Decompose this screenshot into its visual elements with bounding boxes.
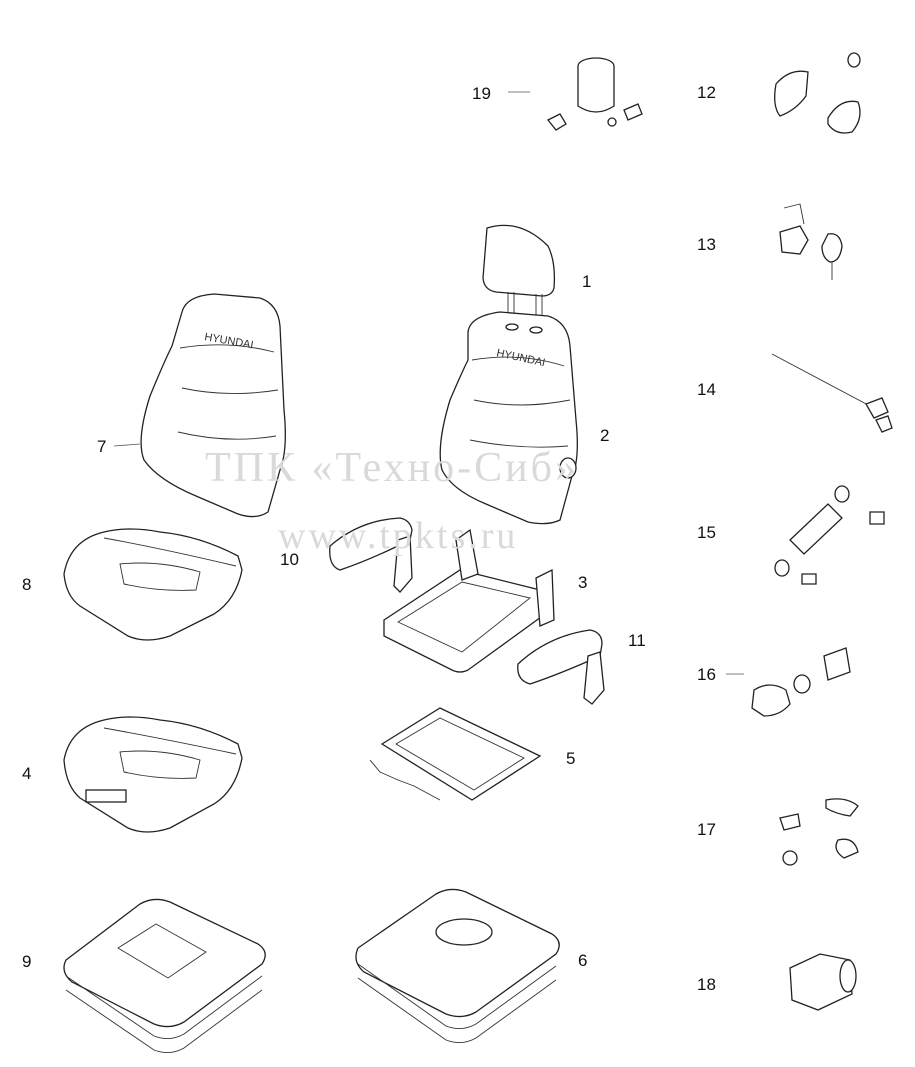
callout-1: 1 <box>582 272 592 291</box>
part-1-headrest <box>482 224 556 318</box>
part-7-backrest-cover: HYUNDAI <box>140 293 286 518</box>
callout-2: 2 <box>600 426 610 445</box>
part-17-fasteners <box>779 798 859 866</box>
part-2-backrest: HYUNDAI <box>439 311 578 525</box>
part-18-motor <box>789 953 857 1011</box>
part-15-damper <box>774 485 885 585</box>
callout-17: 17 <box>697 820 716 839</box>
part-3-seat-frame <box>383 528 555 673</box>
part-4-cushion <box>63 716 243 833</box>
callout-12: 12 <box>697 83 716 102</box>
callout-16: 16 <box>697 665 716 684</box>
watermark-url: www.tpkts.ru <box>278 515 519 557</box>
part-11-armrest-right <box>517 629 605 705</box>
part-12-levers <box>774 52 861 134</box>
part-16-connector <box>751 647 851 717</box>
part-19-knob <box>546 57 643 131</box>
part-13-seatbelt <box>779 203 843 280</box>
callout-19: 19 <box>472 84 491 103</box>
part-6-suspension-base <box>355 888 560 1043</box>
leader-lines <box>113 91 744 675</box>
callout-10: 10 <box>280 550 299 569</box>
callout-4: 4 <box>22 764 32 783</box>
callout-9: 9 <box>22 952 32 971</box>
part-5-slide-frame <box>369 707 542 801</box>
part-8-cushion-cover <box>63 528 243 641</box>
callout-5: 5 <box>566 749 576 768</box>
part-10-armrest-left <box>329 517 413 593</box>
part-14-cable <box>771 353 893 433</box>
callout-14: 14 <box>697 380 716 399</box>
callout-3: 3 <box>578 573 588 592</box>
callout-8: 8 <box>22 575 32 594</box>
watermark-company: ТПК «Техно-Сиб» <box>205 445 579 491</box>
part-9-seat-base <box>63 898 266 1053</box>
callout-15: 15 <box>697 523 716 542</box>
callout-13: 13 <box>697 235 716 254</box>
callout-11: 11 <box>628 631 646 650</box>
callout-18: 18 <box>697 975 716 994</box>
callout-6: 6 <box>578 951 588 970</box>
callout-7: 7 <box>97 437 107 456</box>
